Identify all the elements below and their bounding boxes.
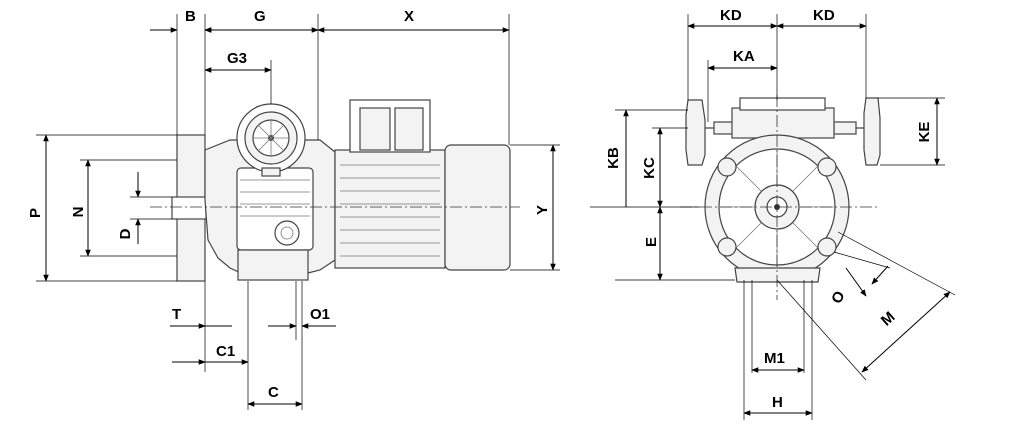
fan-cover xyxy=(444,144,511,271)
label-KA: KA xyxy=(733,48,755,65)
label-KE: KE xyxy=(916,122,933,143)
dimension-labels: B G X G3 P N D Y T O1 C1 C KD KD KA KB K… xyxy=(27,7,933,411)
label-G3: G3 xyxy=(227,50,247,67)
label-T: T xyxy=(172,306,181,323)
label-KB: KB xyxy=(605,147,622,169)
front-view xyxy=(680,95,881,300)
label-M: M xyxy=(878,308,899,329)
label-O1: O1 xyxy=(310,306,330,323)
label-N: N xyxy=(70,207,87,218)
side-view-dimensions xyxy=(36,14,560,410)
output-bore xyxy=(274,220,300,246)
label-B: B xyxy=(185,8,196,25)
label-C1: C1 xyxy=(216,343,235,360)
gearbox-foot xyxy=(237,249,309,281)
label-E: E xyxy=(643,237,660,247)
output-shaft xyxy=(171,196,207,220)
label-KD-right: KD xyxy=(813,7,835,24)
left-handwheel-icon xyxy=(685,99,706,166)
label-G: G xyxy=(254,8,266,25)
label-H: H xyxy=(772,394,783,411)
label-O: O xyxy=(828,288,849,307)
label-X: X xyxy=(404,8,414,25)
label-KD-left: KD xyxy=(720,7,742,24)
label-C: C xyxy=(268,384,279,401)
label-M1: M1 xyxy=(764,350,785,367)
handwheel-icon xyxy=(236,103,306,177)
front-terminal-block xyxy=(731,107,835,139)
motor-body xyxy=(334,149,446,269)
label-D: D xyxy=(117,228,134,239)
label-P: P xyxy=(27,208,44,218)
right-handwheel-icon xyxy=(863,97,881,166)
front-view-dimensions xyxy=(590,14,956,420)
front-base xyxy=(734,267,821,283)
side-view xyxy=(150,99,520,282)
label-KC: KC xyxy=(641,157,658,179)
label-Y: Y xyxy=(534,205,551,215)
